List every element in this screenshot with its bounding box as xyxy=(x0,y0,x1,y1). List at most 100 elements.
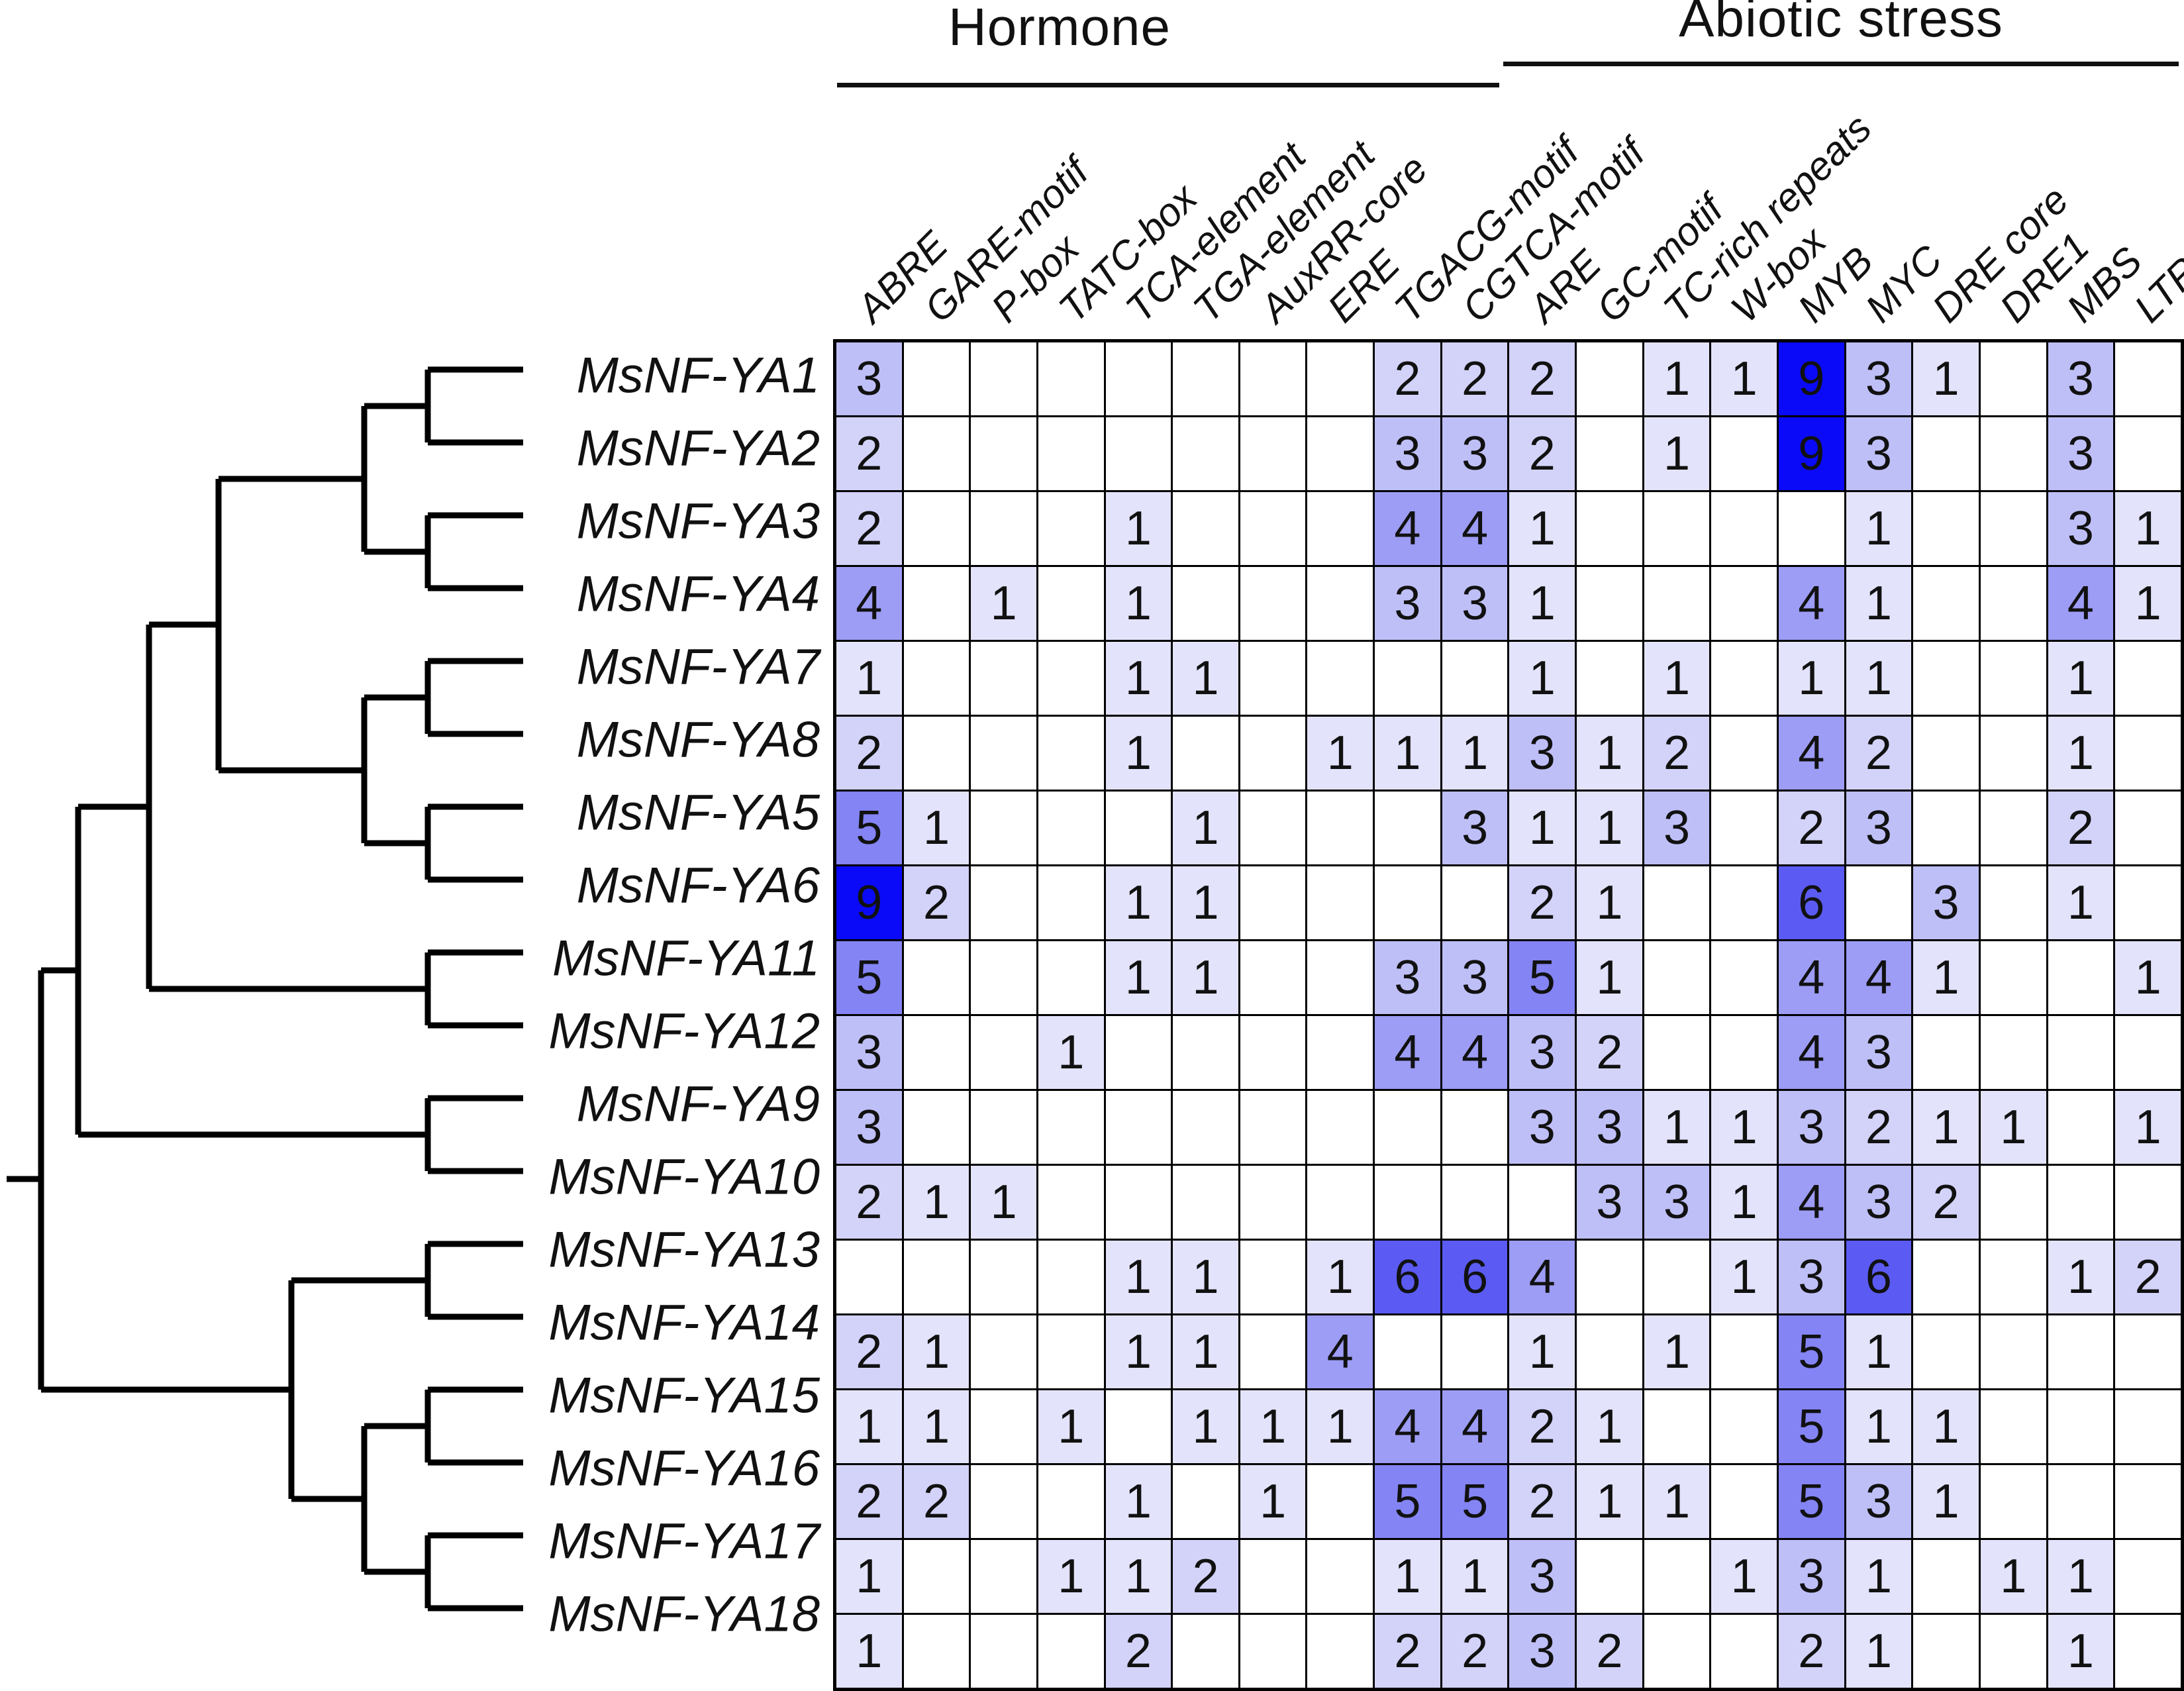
heatmap-cell: 2 xyxy=(1844,715,1914,792)
heatmap-cell: 1 xyxy=(1373,1538,1442,1615)
heatmap-cell xyxy=(1440,640,1510,717)
heatmap-cell: 2 xyxy=(1507,339,1577,417)
heatmap-cell: 3 xyxy=(833,1089,904,1166)
heatmap-cell: 1 xyxy=(2046,640,2116,717)
heatmap-cell: 2 xyxy=(833,1463,904,1540)
heatmap-cell xyxy=(1575,490,1644,567)
heatmap-cell: 2 xyxy=(901,1463,971,1540)
heatmap-cell: 1 xyxy=(1171,939,1240,1016)
heatmap-cell: 3 xyxy=(833,1014,904,1091)
heatmap-cell xyxy=(1238,1613,1308,1691)
heatmap-cell xyxy=(901,1538,971,1615)
heatmap-cell xyxy=(2113,1388,2184,1465)
heatmap-cell xyxy=(901,339,971,417)
heatmap-cell: 4 xyxy=(1776,1014,1846,1091)
heatmap-cell: 9 xyxy=(1776,415,1846,492)
group-label-hormone: Hormone xyxy=(948,0,1171,56)
heatmap-cell: 1 xyxy=(901,1313,971,1390)
heatmap-cell xyxy=(969,1388,1038,1465)
heatmap-cell: 1 xyxy=(1103,1463,1173,1540)
heatmap-cell: 4 xyxy=(1440,1388,1510,1465)
heatmap-cell: 1 xyxy=(1305,715,1375,792)
heatmap-cell xyxy=(901,415,971,492)
heatmap-cell xyxy=(1103,1388,1173,1465)
heatmap-cell: 3 xyxy=(1440,565,1510,642)
heatmap-cell xyxy=(1978,1239,2048,1315)
heatmap-cell xyxy=(1171,565,1240,642)
dendrogram xyxy=(7,366,523,1612)
heatmap-cell xyxy=(1978,415,2048,492)
heatmap-cell: 1 xyxy=(1238,1463,1308,1540)
heatmap-cell xyxy=(1709,640,1779,717)
heatmap-cell: 1 xyxy=(1507,490,1577,567)
heatmap-cell: 1 xyxy=(2046,1613,2116,1691)
heatmap-cell xyxy=(2046,1089,2116,1166)
heatmap-cell: 2 xyxy=(1440,339,1510,417)
heatmap-cell xyxy=(969,490,1038,567)
heatmap-cell: 5 xyxy=(1776,1463,1846,1540)
heatmap-cell xyxy=(1911,640,1981,717)
heatmap-cell: 3 xyxy=(833,339,904,417)
heatmap-cell xyxy=(1036,640,1106,717)
row-label-msnf-ya12: MsNF-YA12 xyxy=(548,1003,820,1060)
heatmap-cell xyxy=(1373,1164,1442,1241)
heatmap-cell: 1 xyxy=(1642,339,1712,417)
heatmap-cell xyxy=(1440,1164,1510,1241)
heatmap-cell xyxy=(2046,1388,2116,1465)
heatmap-cell xyxy=(1709,1388,1779,1465)
heatmap-cell: 6 xyxy=(1776,864,1846,941)
heatmap-cell: 1 xyxy=(1171,1313,1240,1390)
heatmap-cell: 3 xyxy=(1776,1239,1846,1315)
heatmap-cell: 3 xyxy=(1844,415,1914,492)
heatmap-cell xyxy=(833,1239,904,1315)
heatmap-cell: 1 xyxy=(1238,1388,1308,1465)
heatmap-cell: 1 xyxy=(1642,1089,1712,1166)
heatmap-cell xyxy=(1036,339,1106,417)
heatmap-cell: 1 xyxy=(1507,1313,1577,1390)
heatmap-cell xyxy=(1642,864,1712,941)
heatmap-cell xyxy=(1103,1089,1173,1166)
heatmap-cell: 5 xyxy=(1507,939,1577,1016)
heatmap-cell xyxy=(1036,790,1106,866)
heatmap-cell xyxy=(1978,715,2048,792)
heatmap-cell: 2 xyxy=(1776,790,1846,866)
heatmap-cell: 6 xyxy=(1844,1239,1914,1315)
heatmap-cell: 2 xyxy=(833,415,904,492)
heatmap-cell: 1 xyxy=(1036,1014,1106,1091)
heatmap-cell: 1 xyxy=(1844,490,1914,567)
heatmap-cell: 1 xyxy=(1507,790,1577,866)
heatmap-cell xyxy=(1575,640,1644,717)
row-label-msnf-ya17: MsNF-YA17 xyxy=(548,1513,820,1570)
heatmap-cell xyxy=(969,1239,1038,1315)
heatmap-cell xyxy=(1036,715,1106,792)
heatmap-cell: 3 xyxy=(1507,715,1577,792)
heatmap-cell: 1 xyxy=(833,1538,904,1615)
heatmap-cell xyxy=(1305,640,1375,717)
heatmap-cell: 3 xyxy=(1844,339,1914,417)
heatmap-cell xyxy=(1036,1239,1106,1315)
heatmap-cell: 4 xyxy=(1776,939,1846,1016)
heatmap-cell: 1 xyxy=(1776,640,1846,717)
heatmap-cell: 1 xyxy=(1642,640,1712,717)
heatmap-cell xyxy=(1036,1164,1106,1241)
row-label-msnf-ya13: MsNF-YA13 xyxy=(548,1221,820,1278)
heatmap-cell xyxy=(1709,415,1779,492)
heatmap-cell: 3 xyxy=(1844,1463,1914,1540)
heatmap-cell: 1 xyxy=(1709,1164,1779,1241)
heatmap-cell: 1 xyxy=(1911,1089,1981,1166)
heatmap-cell xyxy=(1171,1463,1240,1540)
heatmap-cell xyxy=(969,864,1038,941)
heatmap-cell: 1 xyxy=(1978,1538,2048,1615)
row-label-msnf-ya2: MsNF-YA2 xyxy=(576,420,820,477)
heatmap-cell xyxy=(1036,864,1106,941)
heatmap-cell xyxy=(1305,1164,1375,1241)
heatmap-cell: 1 xyxy=(1575,1388,1644,1465)
heatmap-cell: 4 xyxy=(1776,1164,1846,1241)
heatmap-cell: 1 xyxy=(1911,1388,1981,1465)
heatmap-cell: 2 xyxy=(1575,1014,1644,1091)
heatmap-cell xyxy=(969,1014,1038,1091)
heatmap-cell xyxy=(1978,1388,2048,1465)
